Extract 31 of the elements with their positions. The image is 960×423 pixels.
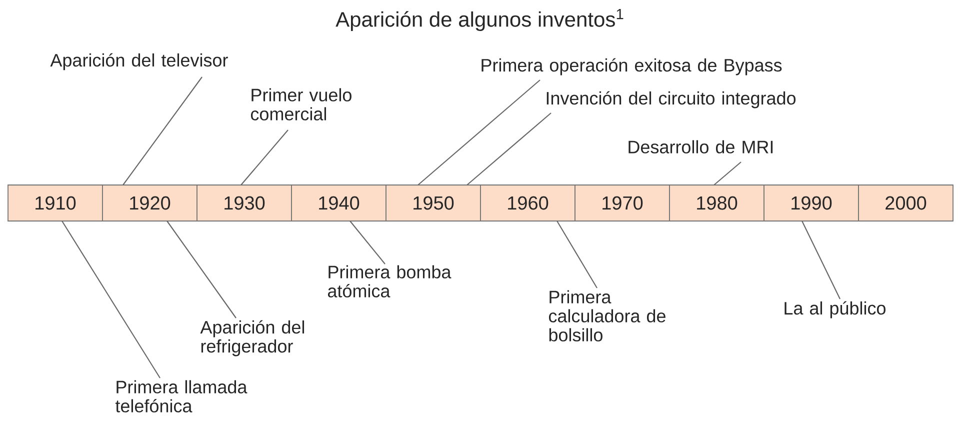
leader-line xyxy=(418,80,540,186)
title: Aparición de algunos inventos$^{1}$ xyxy=(336,9,624,31)
leader-line xyxy=(466,112,552,186)
leader-line xyxy=(556,220,598,288)
event-label: Aparición del refrigerador xyxy=(200,320,304,356)
event-label: Primera llamada telefónica xyxy=(115,380,248,412)
event-label: Primera bomba atómica xyxy=(328,265,452,298)
year-cell: 1910 xyxy=(8,184,103,222)
year-cell: 1940 xyxy=(291,184,386,222)
year-cell: 2000 xyxy=(858,184,954,222)
leader-line xyxy=(62,220,160,378)
leader-line xyxy=(350,220,386,264)
year-cell: 1950 xyxy=(386,184,481,222)
year-cell: 1970 xyxy=(574,184,670,222)
leader-line xyxy=(122,76,202,186)
leader-line xyxy=(714,162,742,186)
event-label: Aparición del televisor xyxy=(50,53,228,70)
year-cell: 1930 xyxy=(196,184,292,222)
event-label: Desarrollo de MRI xyxy=(628,140,773,154)
leader-line xyxy=(802,220,840,300)
event-label: La al público xyxy=(784,301,886,318)
event-label: Primer vuelo comercial xyxy=(250,88,352,120)
leader-line xyxy=(166,220,236,318)
leader-line xyxy=(240,130,288,186)
year-cell: 1980 xyxy=(669,184,764,222)
event-label: Invención del circuito integrado xyxy=(546,91,796,108)
year-cell: 1920 xyxy=(102,184,198,222)
event-label: Primera operación exitosa de Bypass xyxy=(482,58,782,76)
event-label: Primera calculadora de bolsillo xyxy=(548,290,666,342)
year-cell: 1960 xyxy=(480,184,576,222)
year-cell: 1990 xyxy=(764,184,859,222)
